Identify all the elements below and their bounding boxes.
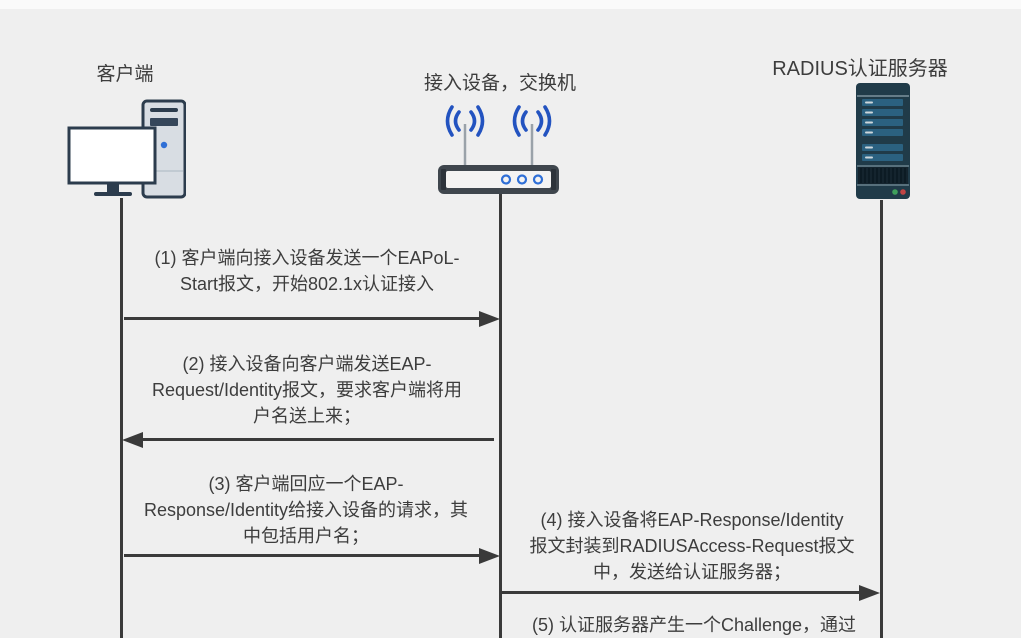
entity-label-client: 客户端 — [96, 64, 154, 85]
arrow-3-head-right-icon — [479, 548, 500, 564]
arrow-2-line — [143, 438, 494, 441]
message-1-line: (1) 客户端向接入设备发送一个EAPoL- — [154, 248, 460, 268]
switch-end-cap — [551, 169, 556, 190]
vent-stripes — [860, 168, 906, 183]
port-indicator — [532, 174, 544, 185]
switch-end-cap — [441, 169, 446, 190]
tower-slot — [150, 108, 178, 112]
server-drive-slots — [862, 99, 903, 161]
message-2-line: 户名送上来； — [252, 406, 361, 426]
lifeline-client — [120, 198, 123, 638]
entity-label-switch: 接入设备，交换机 — [423, 73, 577, 94]
server-vent — [858, 167, 908, 184]
arrow-1-line — [124, 317, 480, 320]
message-2: (2) 接入设备向客户端发送EAP- Request/Identity报文，要求… — [152, 351, 462, 429]
message-3-line: Response/Identity给接入设备的请求，其 — [143, 500, 469, 520]
server-icon — [856, 83, 910, 199]
message-4-line: 报文封装到RADIUSAccess-Request报文 — [529, 536, 855, 556]
port-indicator — [500, 174, 512, 185]
message-1-line: Start报文，开始802.1x认证接入 — [179, 274, 435, 294]
message-4: (4) 接入设备将EAP-Response/Identity 报文封装到RADI… — [529, 507, 854, 585]
wireless-access-point-icon — [438, 105, 559, 194]
message-3: (3) 客户端回应一个EAP- Response/Identity给接入设备的请… — [144, 471, 468, 549]
tower-drive-bay — [150, 118, 178, 126]
switch-front-panel — [446, 171, 551, 188]
message-3-line: 中包括用户名； — [243, 526, 369, 546]
message-3-line: (3) 客户端回应一个EAP- — [208, 474, 404, 494]
entity-label-radius-server: RADIUS认证服务器 — [772, 58, 948, 80]
message-5: (5) 认证服务器产生一个Challenge，通过 — [532, 612, 856, 638]
monitor-neck — [107, 183, 119, 193]
message-2-line: Request/Identity报文，要求客户端将用 — [151, 380, 463, 400]
message-2-line: (2) 接入设备向客户端发送EAP- — [182, 354, 432, 374]
message-5-line: (5) 认证服务器产生一个Challenge，通过 — [531, 615, 857, 635]
port-indicator — [516, 174, 528, 185]
arrow-4-line — [502, 591, 859, 594]
status-led-green — [892, 189, 898, 195]
arrow-2-head-left-icon — [122, 432, 143, 448]
desktop-computer-icon — [67, 99, 186, 199]
power-led — [160, 141, 168, 149]
lifeline-server — [880, 200, 883, 638]
message-1: (1) 客户端向接入设备发送一个EAPoL- Start报文，开始802.1x认… — [154, 245, 459, 297]
arrow-1-head-right-icon — [479, 311, 500, 327]
lifeline-switch — [499, 194, 502, 638]
status-led-red — [900, 189, 906, 195]
arrow-3-line — [124, 554, 480, 557]
message-4-line: 中，发送给认证服务器； — [592, 562, 791, 582]
top-strip — [0, 0, 1021, 9]
wifi-signal-icon — [445, 105, 552, 137]
monitor-screen — [67, 126, 157, 185]
monitor-base — [94, 192, 132, 196]
message-4-line: (4) 接入设备将EAP-Response/Identity — [540, 510, 844, 530]
arrow-4-head-right-icon — [859, 585, 880, 601]
